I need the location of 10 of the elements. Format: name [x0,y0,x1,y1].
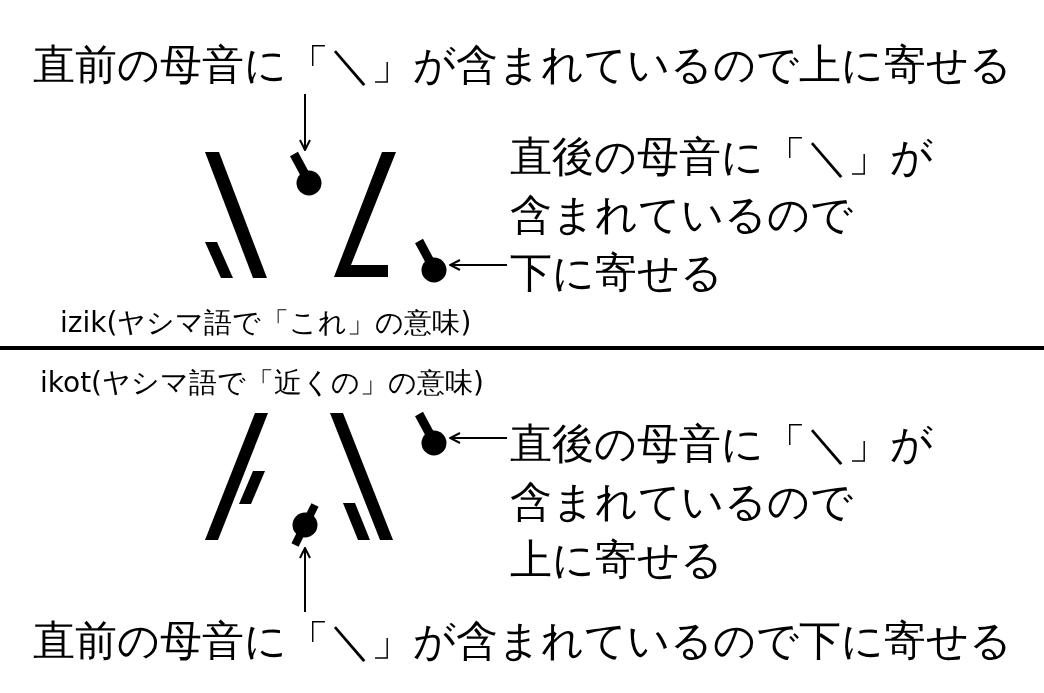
annotation-text: 直後の母音に「＼」が含まれているので上に寄せる [510,415,933,589]
arrow [299,547,311,613]
arrow [449,259,508,271]
word-caption: ikot(ヤシマ語で「近くの」の意味) [40,365,484,401]
annotation-text: 直後の母音に「＼」が含まれているので下に寄せる [510,128,933,302]
arrow [449,432,508,444]
arrow [299,93,311,151]
word-caption: izik(ヤシマ語で「これ」の意味) [60,305,472,341]
annotation-text: 直前の母音に「＼」が含まれているので下に寄せる [32,612,1012,670]
annotation-text: 直前の母音に「＼」が含まれているので上に寄せる [32,36,1012,94]
